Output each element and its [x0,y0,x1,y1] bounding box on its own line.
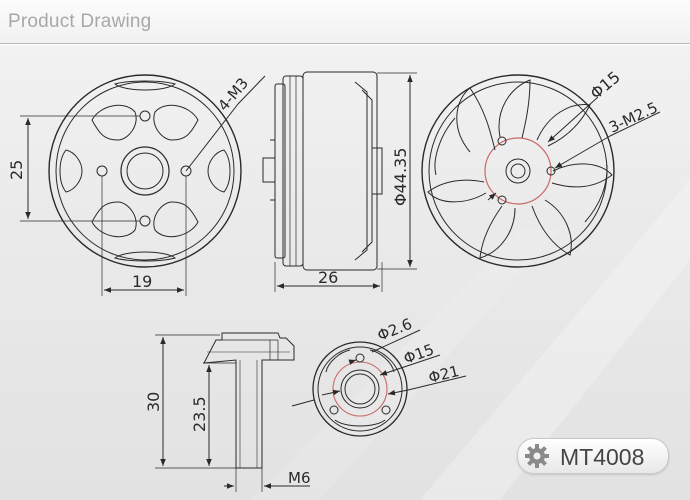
side-view [262,71,417,292]
back-view [421,74,661,268]
shaft-view [155,332,310,492]
model-label: MT4008 [560,444,645,470]
back-hole-label: 3-M2.5 [606,98,661,136]
front-hole-label: 4-M3 [214,74,252,114]
adapter-view [291,329,467,437]
header-bar: Product Drawing [0,0,690,44]
back-diameter-dim: Φ15 [586,67,623,103]
side-width-dim: 26 [318,268,338,287]
adapter-hole-dim: Φ2.6 [375,315,415,345]
front-horizontal-dim: 19 [132,272,152,291]
front-vertical-dim: 25 [7,160,26,180]
side-diameter-dim: Φ44.35 [391,148,410,206]
shaft-total-height: 30 [144,392,163,412]
model-badge[interactable]: MT4008 [517,438,669,474]
page-title: Product Drawing [8,11,152,32]
shaft-thread: M6 [288,469,311,487]
adapter-inner-dim: Φ15 [401,340,436,367]
gear-icon [525,444,549,468]
shaft-height: 23.5 [190,396,209,432]
adapter-outer-dim: Φ21 [427,362,461,387]
front-view [20,74,266,296]
